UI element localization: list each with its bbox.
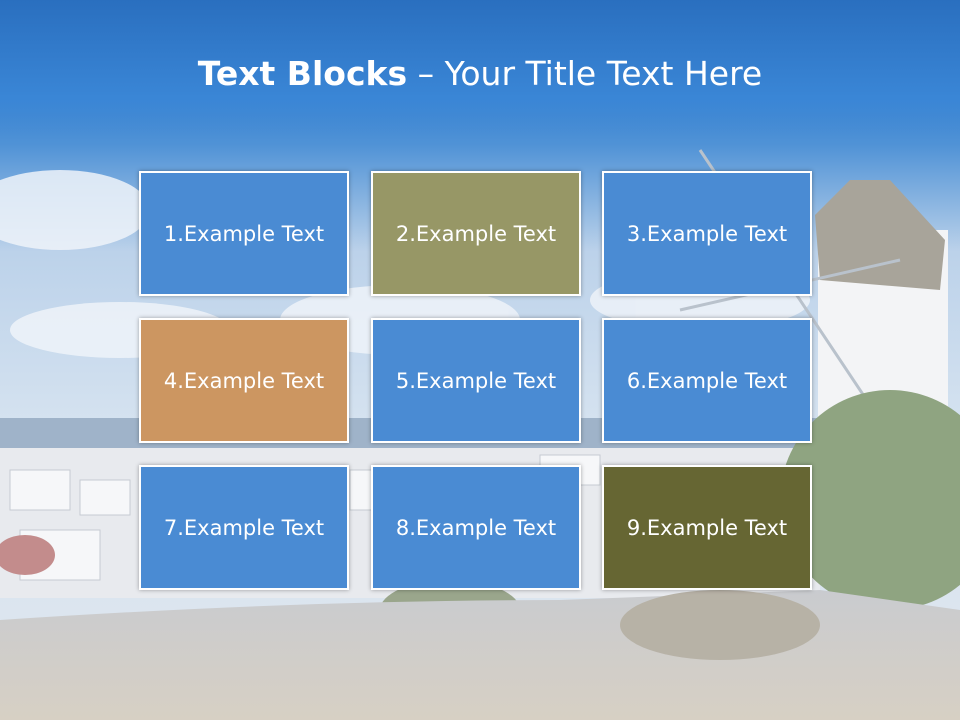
title-dash: – (407, 54, 445, 93)
text-block-label: 5.Example Text (395, 368, 557, 393)
text-block-label: 1.Example Text (163, 221, 325, 246)
text-block-label: 6.Example Text (626, 368, 788, 393)
title-band (0, 0, 960, 140)
text-block-8[interactable]: 8.Example Text (371, 465, 581, 590)
text-block-7[interactable]: 7.Example Text (139, 465, 349, 590)
text-block-label: 9.Example Text (626, 515, 788, 540)
text-block-grid: 1.Example Text 2.Example Text 3.Example … (139, 171, 815, 593)
text-block-9[interactable]: 9.Example Text (602, 465, 812, 590)
text-block-5[interactable]: 5.Example Text (371, 318, 581, 443)
text-block-label: 8.Example Text (395, 515, 557, 540)
text-block-4[interactable]: 4.Example Text (139, 318, 349, 443)
text-block-label: 7.Example Text (163, 515, 325, 540)
slide-title: Text Blocks – Your Title Text Here (0, 54, 960, 93)
title-rest: Your Title Text Here (444, 54, 763, 93)
title-bold-part: Text Blocks (197, 54, 408, 93)
text-block-label: 2.Example Text (395, 221, 557, 246)
text-block-1[interactable]: 1.Example Text (139, 171, 349, 296)
text-block-label: 3.Example Text (626, 221, 788, 246)
text-block-3[interactable]: 3.Example Text (602, 171, 812, 296)
text-block-2[interactable]: 2.Example Text (371, 171, 581, 296)
text-block-6[interactable]: 6.Example Text (602, 318, 812, 443)
text-block-label: 4.Example Text (163, 368, 325, 393)
